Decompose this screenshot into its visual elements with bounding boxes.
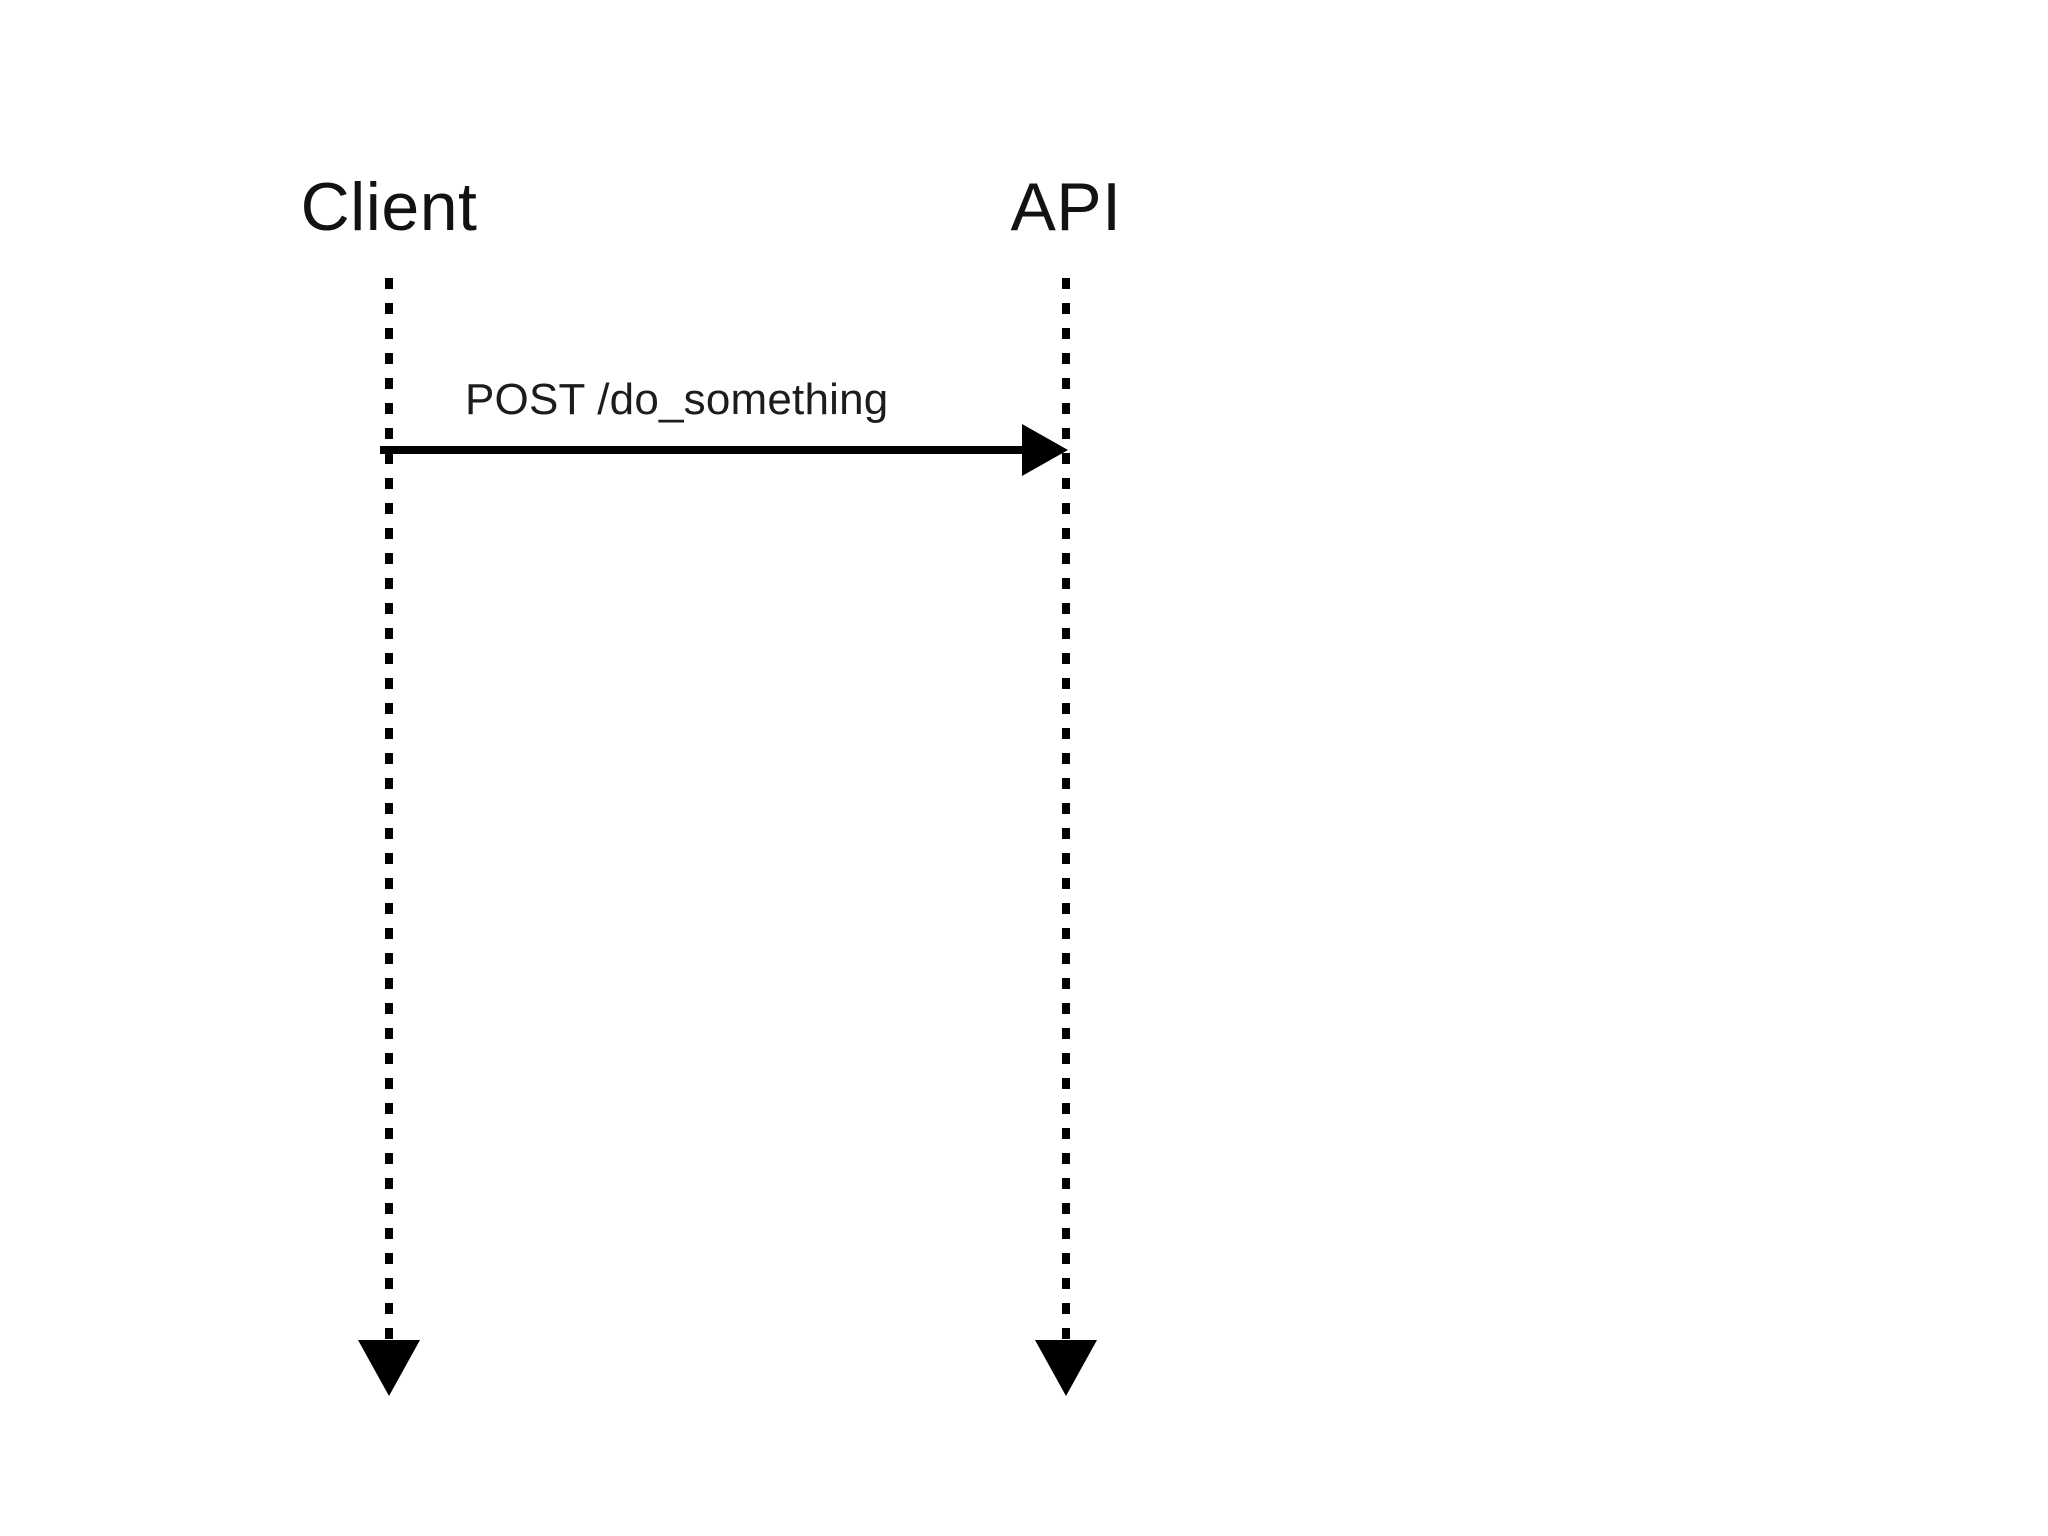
message-post-do-something-arrowhead-icon [1022, 424, 1068, 476]
lifeline-api-end-arrow-icon [1035, 1340, 1097, 1396]
participant-client-label: Client [301, 169, 478, 245]
participant-api[interactable]: API [1010, 169, 1121, 1396]
participant-client[interactable]: Client [301, 169, 478, 1396]
participant-api-label: API [1010, 169, 1121, 245]
lifeline-client-end-arrow-icon [358, 1340, 420, 1396]
message-post-do-something-label: POST /do_something [465, 375, 888, 424]
message-post-do-something[interactable]: POST /do_something [380, 375, 1068, 476]
